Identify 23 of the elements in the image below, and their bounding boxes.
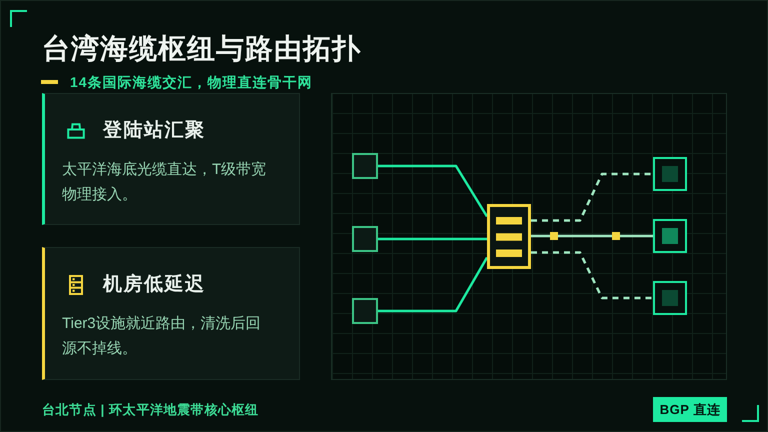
title: 台湾海缆枢纽与路由拓扑 — [42, 32, 361, 66]
connector-line — [531, 234, 653, 238]
card-title: 机房低延迟 — [103, 273, 206, 297]
port-box — [352, 298, 378, 324]
feature-card — [42, 93, 300, 225]
endpoint-box — [653, 219, 687, 253]
subtitle: 14条国际海缆交汇，物理直连骨干网 — [70, 73, 313, 92]
dashed-connector-line — [531, 172, 653, 222]
card-title: 登陆站汇聚 — [103, 119, 206, 143]
feature-card — [42, 247, 300, 380]
connector-line — [378, 238, 487, 240]
port-box — [352, 153, 378, 179]
port-box — [352, 226, 378, 252]
card-description: Tier3设施就近路由，清洗后回源不掉线。 — [62, 314, 262, 359]
footer-note: 台北节点 | 环太平洋地震带核心枢纽 — [42, 401, 259, 419]
dashed-connector-line — [531, 251, 653, 300]
endpoint-box — [653, 281, 687, 315]
connector-line — [378, 164, 488, 218]
card-description: 太平洋海底光缆直达，T级带宽物理接入。 — [62, 160, 268, 205]
endpoint-box — [653, 157, 687, 191]
status-badge: BGP 直连 — [653, 397, 727, 422]
connector-line — [378, 256, 488, 312]
router-box — [487, 204, 531, 269]
